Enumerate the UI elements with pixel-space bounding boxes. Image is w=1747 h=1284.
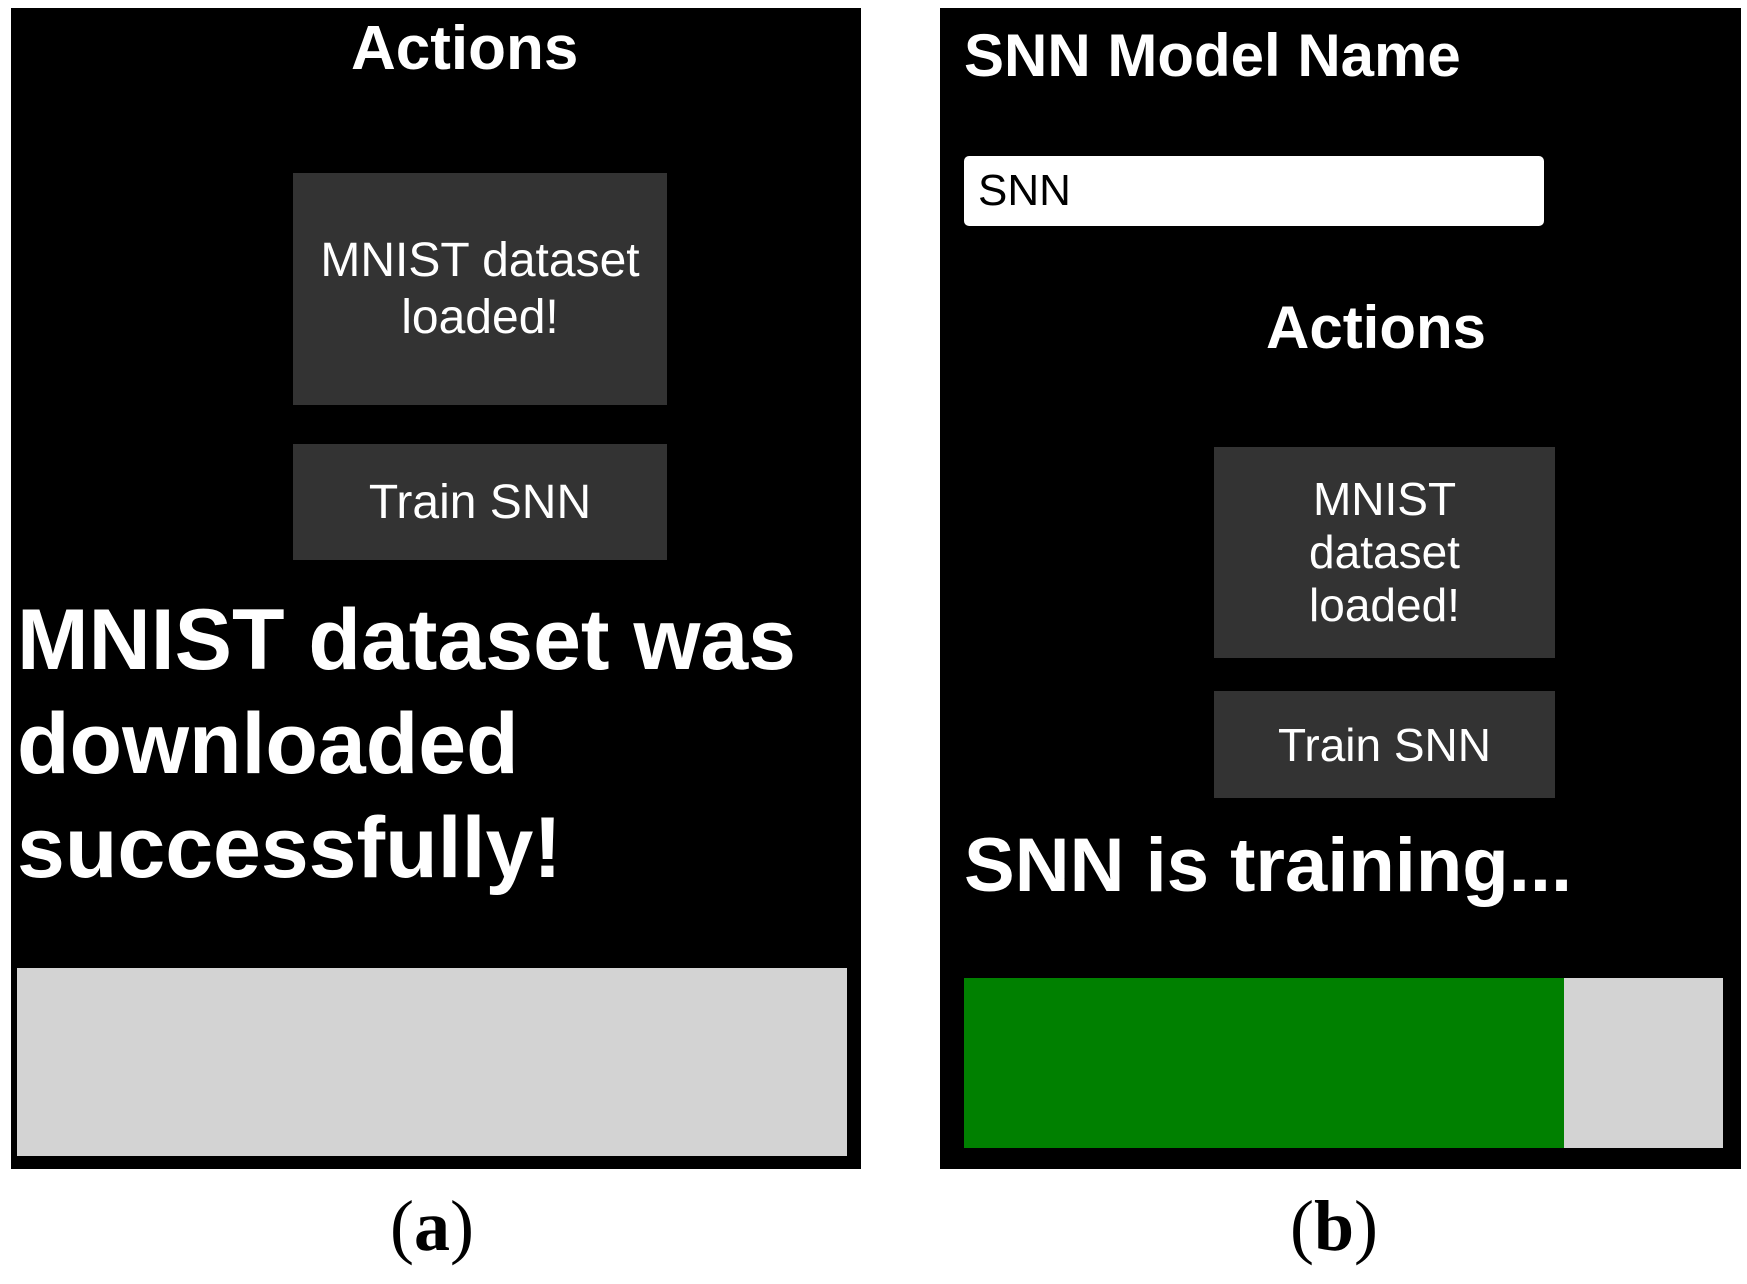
panel-a: Actions MNIST dataset loaded! Train SNN … — [11, 8, 861, 1169]
status-message: SNN is training... — [964, 823, 1573, 908]
model-name-input[interactable] — [964, 156, 1544, 226]
dataset-loaded-indicator: MNIST dataset loaded! — [1214, 447, 1555, 658]
model-name-heading: SNN Model Name — [964, 22, 1461, 89]
actions-heading: Actions — [1266, 294, 1487, 361]
caption-a: (a) — [390, 1186, 474, 1266]
status-message: MNIST dataset was downloaded successfull… — [17, 592, 796, 896]
caption-a-letter: a — [413, 1186, 450, 1266]
panel-b: SNN Model Name Actions MNIST dataset loa… — [940, 8, 1741, 1169]
progress-bar — [17, 968, 847, 1156]
actions-heading: Actions — [351, 14, 579, 83]
train-snn-button[interactable]: Train SNN — [293, 444, 667, 560]
dataset-loaded-indicator: MNIST dataset loaded! — [293, 173, 667, 405]
progress-bar-fill — [964, 978, 1564, 1148]
caption-b: (b) — [1290, 1186, 1379, 1266]
progress-bar — [964, 978, 1723, 1148]
train-snn-button[interactable]: Train SNN — [1214, 691, 1555, 798]
caption-b-letter: b — [1313, 1186, 1355, 1266]
